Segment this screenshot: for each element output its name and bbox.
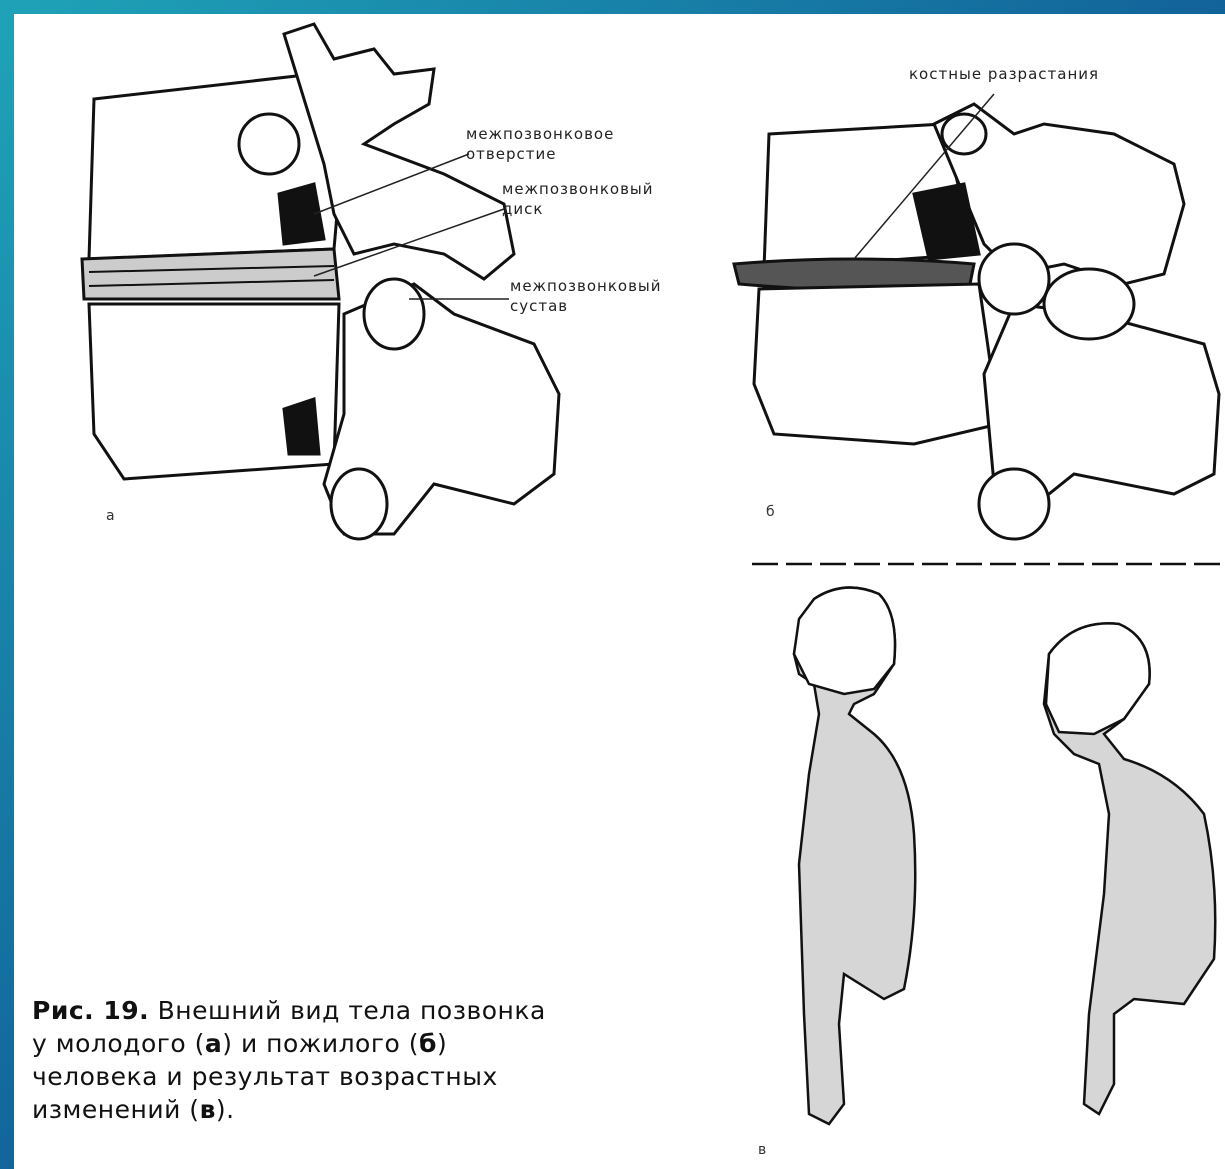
label-joint-line2: сустав bbox=[510, 296, 662, 316]
caption-figure-number: Рис. 19. bbox=[32, 996, 149, 1025]
caption-line-1: Рис. 19. Внешний вид тела позвонка bbox=[32, 994, 632, 1027]
label-disc: межпозвонковый диск bbox=[502, 179, 654, 219]
caption-line-4: изменений (в). bbox=[32, 1093, 632, 1126]
label-disc-line1: межпозвонковый bbox=[502, 179, 654, 199]
figure-caption: Рис. 19. Внешний вид тела позвонка у мол… bbox=[32, 994, 632, 1126]
label-joint: межпозвонковый сустав bbox=[510, 276, 662, 316]
label-disc-line2: диск bbox=[502, 199, 654, 219]
aged-vertebrae-drawing bbox=[734, 104, 1219, 539]
aged-lower-body bbox=[754, 284, 999, 444]
caption-text-1: Внешний вид тела позвонка bbox=[158, 996, 546, 1025]
label-foramen: межпозвонковое отверстие bbox=[466, 124, 614, 164]
figure-sheet: межпозвонковое отверстие межпозвонковый … bbox=[14, 14, 1225, 1169]
caption-text-2c: ) bbox=[437, 1029, 447, 1058]
caption-text-4a: изменений ( bbox=[32, 1095, 200, 1124]
panel-letter-a: а bbox=[106, 508, 115, 524]
panel-letter-c: в bbox=[758, 1142, 766, 1158]
panel-letter-b: б bbox=[766, 504, 775, 520]
intervertebral-disc bbox=[82, 249, 339, 299]
label-foramen-line1: межпозвонковое bbox=[466, 124, 614, 144]
young-vertebrae-drawing bbox=[82, 24, 559, 539]
caption-ref-b: б bbox=[419, 1029, 437, 1058]
caption-text-4b: ). bbox=[216, 1095, 235, 1124]
label-joint-line1: межпозвонковый bbox=[510, 276, 662, 296]
caption-text-2b: ) и пожилого ( bbox=[222, 1029, 419, 1058]
aged-posture-figure bbox=[1044, 623, 1215, 1114]
label-osteophytes: костные разрастания bbox=[909, 64, 1099, 84]
caption-line-3: человека и результат возрастных bbox=[32, 1060, 632, 1093]
caption-ref-c: в bbox=[200, 1095, 216, 1124]
caption-line-2: у молодого (а) и пожилого (б) bbox=[32, 1027, 632, 1060]
label-foramen-line2: отверстие bbox=[466, 144, 614, 164]
young-posture-figure bbox=[794, 588, 915, 1124]
caption-text-2a: у молодого ( bbox=[32, 1029, 205, 1058]
caption-ref-a: а bbox=[205, 1029, 222, 1058]
